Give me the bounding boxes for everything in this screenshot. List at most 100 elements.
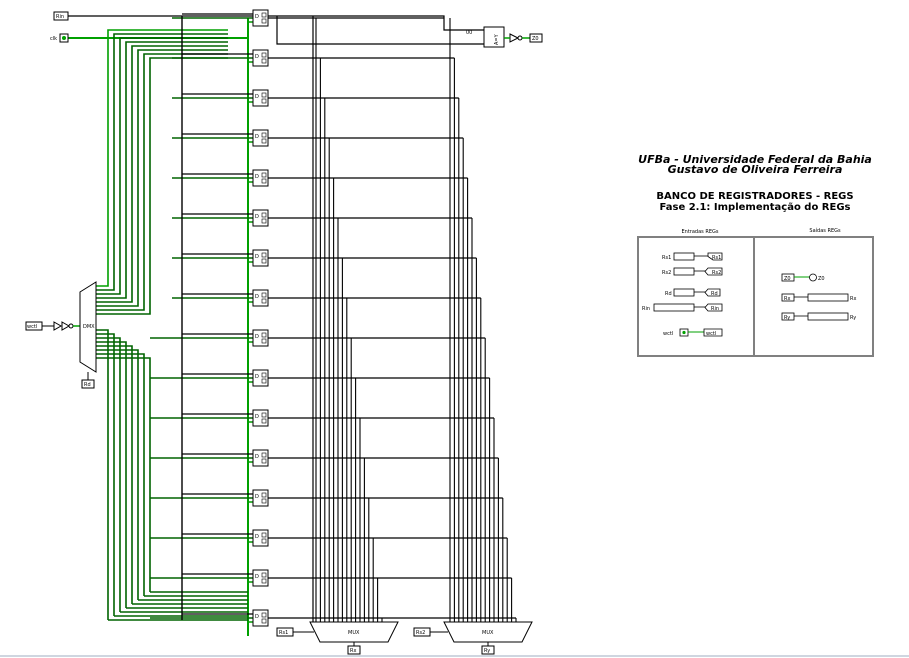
register-d-label: D [255, 294, 259, 300]
wctl-input-pin[interactable]: wctl [25, 321, 80, 331]
wctl-input-label: wctl [27, 324, 37, 330]
register-4: D [252, 169, 269, 187]
svg-text:wctl: wctl [706, 331, 716, 337]
rd-input-label: Rd [84, 382, 91, 388]
legend-row-z0: Z0 Z0 [781, 273, 825, 282]
register-15: D [252, 609, 269, 627]
svg-text:Z0: Z0 [818, 276, 825, 282]
demux-label: DMX [83, 324, 95, 330]
register-d-label: D [255, 14, 259, 20]
svg-text:Ry: Ry [784, 315, 790, 321]
register-stack: D D D D D D D D D D D D D D D D [252, 9, 269, 627]
register-7: D [252, 289, 269, 307]
mux-ry: MUX [443, 621, 533, 646]
register-d-label: D [255, 214, 259, 220]
register-d-label: D [255, 174, 259, 180]
ry-output-pin: Ry [481, 645, 495, 655]
register-14: D [252, 569, 269, 587]
svg-text:Rx: Rx [784, 296, 790, 302]
author-name: Gustavo de Oliveira Ferreira [668, 163, 843, 176]
svg-text:Ry: Ry [850, 315, 856, 321]
clk-input-label: clk [50, 36, 57, 42]
mux-rx-label: MUX [348, 630, 360, 636]
legend-row-ry: Ry Ry [781, 312, 856, 321]
register-d-label: D [255, 94, 259, 100]
mux-rx: MUX [309, 621, 399, 646]
inverter-bubble-icon [517, 35, 523, 41]
compare-gate-label: A=Y [494, 33, 500, 45]
university-title: UFBa - Universidade Federal da Bahia [638, 153, 872, 166]
ry-output-label: Ry [484, 648, 490, 654]
canvas-bottom-edge [0, 655, 909, 657]
register-11: D [252, 449, 269, 467]
legend-row-rs1: Rs1 Rs1 [662, 252, 723, 261]
svg-text:Rs1: Rs1 [662, 255, 671, 261]
rx-output-pin: Rx [347, 645, 361, 655]
buffer-icon [509, 33, 520, 43]
control-wires [64, 17, 253, 636]
register-12: D [252, 489, 269, 507]
rs2-input-label: Rs2 [416, 630, 425, 636]
svg-text:Z0: Z0 [784, 276, 791, 282]
register-d-label: D [255, 574, 259, 580]
register-9: D [252, 369, 269, 387]
title-block: UFBa - Universidade Federal da Bahia Gus… [638, 153, 872, 213]
phase-title: Fase 2.1: Implementação do REGs [660, 202, 851, 213]
svg-text:Rd: Rd [665, 291, 672, 297]
register-0: D [252, 9, 269, 27]
register-5: D [252, 209, 269, 227]
register-6: D [252, 249, 269, 267]
register-d-label: D [255, 134, 259, 140]
legend-row-rin: Rin Rin [642, 303, 723, 312]
register-d-label: D [255, 614, 259, 620]
svg-text:Rs2: Rs2 [662, 270, 671, 276]
register-d-label: D [255, 414, 259, 420]
circuit-title: BANCO DE REGISTRADORES - REGS [656, 191, 853, 202]
register-3: D [252, 129, 269, 147]
register-8: D [252, 329, 269, 347]
legend-row-rx: Rx Rx [781, 293, 856, 302]
rx-output-label: Rx [350, 648, 356, 654]
svg-text:Rin: Rin [711, 306, 719, 312]
register-13: D [252, 529, 269, 547]
register-2: D [252, 89, 269, 107]
register-1: D [252, 49, 269, 67]
io-legend: Entradas REGs Saídas REGs Rs1 Rs1 Rs2 Rs… [637, 227, 874, 357]
z0-output-label: Z0 [532, 36, 539, 42]
rin-input-pin[interactable]: Rin [53, 11, 69, 21]
svg-text:Rx: Rx [850, 296, 856, 302]
rs1-input-label: Rs1 [279, 630, 288, 636]
svg-text:Rin: Rin [642, 306, 650, 312]
register-d-label: D [255, 374, 259, 380]
register-d-label: D [255, 494, 259, 500]
zero-compare-gate: 00 A=Y [466, 26, 530, 48]
register-d-label: D [255, 334, 259, 340]
legend-inputs-title: Entradas REGs [682, 229, 719, 235]
legend-row-rd: Rd Rd [665, 288, 721, 297]
clk-input-pin[interactable]: clk [50, 33, 69, 43]
rin-input-label: Rin [56, 14, 64, 20]
rs1-input-pin[interactable]: Rs1 [276, 627, 314, 637]
register-d-label: D [255, 534, 259, 540]
clk-state-icon [62, 36, 66, 40]
const-zero-label: 00 [466, 30, 472, 36]
wctl-buffer-icon [53, 321, 63, 331]
svg-text:Rd: Rd [711, 291, 718, 297]
data-bus-wires [68, 13, 517, 622]
write-demux: DMX [79, 281, 97, 380]
z0-output-pin: Z0 [529, 33, 543, 43]
svg-text:Rs1: Rs1 [712, 255, 721, 261]
svg-text:wctl: wctl [663, 331, 673, 337]
register-10: D [252, 409, 269, 427]
mux-ry-label: MUX [482, 630, 494, 636]
legend-row-wctl: wctl wctl [663, 328, 723, 337]
legend-outputs-title: Saídas REGs [809, 227, 841, 234]
register-d-label: D [255, 454, 259, 460]
rd-input-pin[interactable]: Rd [81, 379, 95, 389]
register-d-label: D [255, 54, 259, 60]
legend-row-rs2: Rs2 Rs2 [662, 267, 723, 276]
svg-text:Rs2: Rs2 [712, 270, 721, 276]
register-d-label: D [255, 254, 259, 260]
rs2-input-pin[interactable]: Rs2 [413, 627, 448, 637]
